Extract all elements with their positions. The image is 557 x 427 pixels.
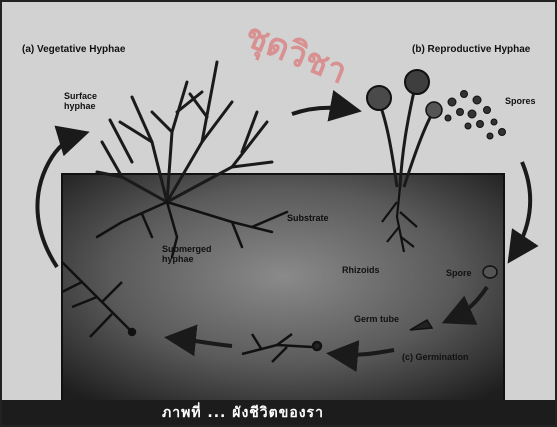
spore: [483, 266, 497, 278]
sporangium: [405, 70, 429, 94]
sporangium: [367, 86, 391, 110]
spores-cluster: [445, 91, 506, 140]
label-reproductive-hyphae: (b) Reproductive Hyphae: [412, 44, 530, 55]
label-germ-tube: Germ tube: [354, 315, 399, 325]
label-vegetative-hyphae: (a) Vegetative Hyphae: [22, 44, 125, 55]
label-submerged-hyphae: Submerged hyphae: [162, 245, 232, 265]
label-spore: Spore: [446, 269, 472, 279]
label-spores: Spores: [505, 97, 536, 107]
label-germination: (c) Germination: [402, 353, 469, 363]
figure-caption: ภาพที่ ... ผังชีวิตของรา: [162, 402, 324, 424]
sporangium-burst: [426, 102, 442, 118]
substrate-block: [62, 174, 504, 402]
label-rhizoids: Rhizoids: [342, 266, 380, 276]
label-surface-hyphae: Surface hyphae: [64, 92, 114, 112]
label-substrate: Substrate: [287, 214, 329, 224]
